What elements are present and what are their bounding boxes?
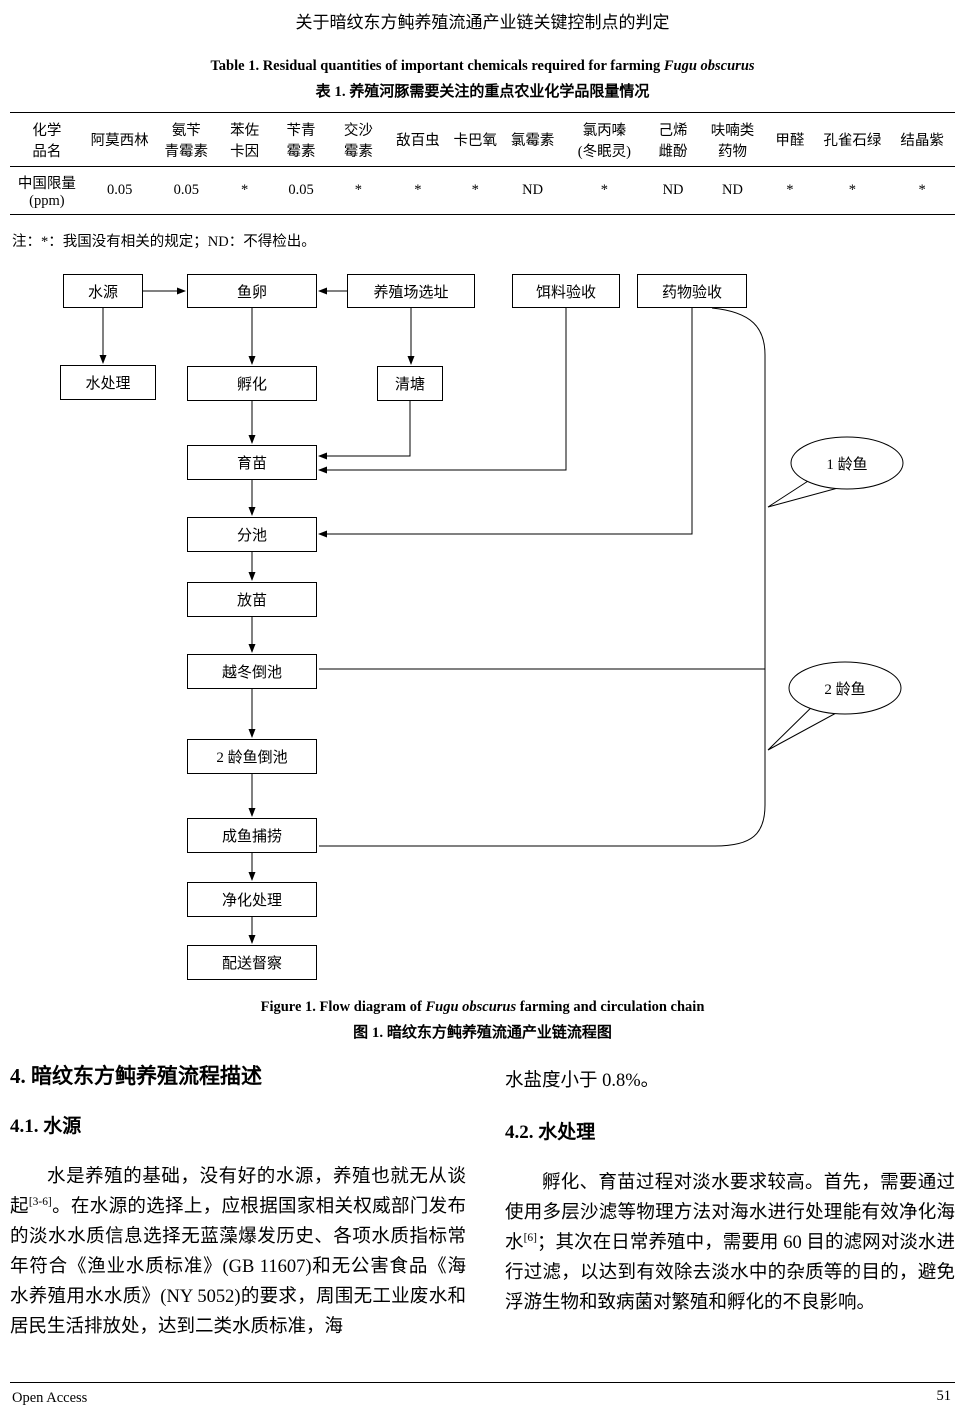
col-header: 孔雀石绿 bbox=[823, 133, 882, 149]
node-drug-check: 药物验收 bbox=[637, 274, 747, 308]
flow-diagram-connectors bbox=[99, 287, 904, 944]
node-distribution: 配送督察 bbox=[187, 945, 317, 980]
callout-year1-fish: 1 龄鱼 bbox=[826, 456, 868, 473]
right-column: 水盐度小于 0.8%。 4.2. 水处理 孵化、育苗过程对淡水要求较高。首先，需… bbox=[505, 1058, 955, 1318]
node-water-treatment: 水处理 bbox=[60, 365, 156, 400]
node-hatching: 孵化 bbox=[187, 366, 317, 401]
col-header: 甲醛 bbox=[775, 133, 805, 149]
col-header: 敌百虫 bbox=[396, 133, 440, 149]
col-header: 氯丙嗪 (冬眠灵) bbox=[577, 122, 631, 160]
node-stocking: 放苗 bbox=[187, 582, 317, 617]
callout-year2-fish: 2 龄鱼 bbox=[824, 681, 866, 698]
page-number: 51 bbox=[936, 1388, 952, 1404]
col-header: 阿莫西林 bbox=[90, 133, 149, 149]
cell-value: * bbox=[786, 182, 794, 198]
col-header: 结晶紫 bbox=[900, 133, 944, 149]
left-column: 4. 暗纹东方鲀养殖流程描述 4.1. 水源 水是养殖的基础，没有好的水源，养殖… bbox=[10, 1058, 466, 1342]
citation-ref: [6] bbox=[523, 1231, 537, 1244]
table-corner-header: 化学 品名 bbox=[32, 122, 62, 160]
table-header-row: 化学 品名 阿莫西林 氨苄 青霉素 苯佐 卡因 苄青 霉素 交沙 霉素 敌百虫 … bbox=[10, 113, 955, 167]
section42-heading: 4.2. 水处理 bbox=[505, 1122, 596, 1143]
chemical-limits-table: 化学 品名 阿莫西林 氨苄 青霉素 苯佐 卡因 苄青 霉素 交沙 霉素 敌百虫 … bbox=[10, 112, 955, 215]
row-label: 中国限量 (ppm) bbox=[17, 175, 76, 209]
col-header: 交沙 霉素 bbox=[343, 122, 373, 160]
col-header: 苄青 霉素 bbox=[286, 122, 316, 160]
section41-paragraph: 水是养殖的基础，没有好的水源，养殖也就无从谈起[3-6]。在水源的选择上，应根据… bbox=[10, 1162, 466, 1342]
node-harvest: 成鱼捕捞 bbox=[187, 818, 317, 853]
figure1-caption-en: Figure 1. Flow diagram of Fugu obscurus … bbox=[0, 999, 965, 1016]
footer-divider bbox=[10, 1382, 955, 1383]
node-winter-pond: 越冬倒池 bbox=[187, 654, 317, 689]
table1-title-zh: 表 1. 养殖河豚需要关注的重点农业化学品限量情况 bbox=[315, 84, 650, 100]
node-site-selection: 养殖场选址 bbox=[347, 274, 475, 308]
cell-value: ND bbox=[722, 182, 743, 198]
table1-title-en: Table 1. Residual quantities of importan… bbox=[0, 58, 965, 75]
col-header: 苯佐 卡因 bbox=[230, 122, 260, 160]
col-header: 己烯 雌酚 bbox=[658, 122, 688, 160]
col-header: 氯霉素 bbox=[510, 133, 555, 149]
table-row: 中国限量 (ppm) 0.05 0.05 * 0.05 * * * ND * N… bbox=[10, 167, 955, 215]
section42-text-cont: ；其次在日常养殖中，需要用 60 目的滤网对淡水进行过滤，以达到有效除去淡水中的… bbox=[505, 1233, 955, 1313]
section42-paragraph: 孵化、育苗过程对淡水要求较高。首先，需要通过使用多层沙滤等物理方法对海水进行处理… bbox=[505, 1168, 955, 1318]
section41-continuation: 水盐度小于 0.8%。 bbox=[505, 1071, 660, 1091]
cell-value: * bbox=[414, 182, 422, 198]
cell-value: ND bbox=[522, 182, 544, 198]
node-purification: 净化处理 bbox=[187, 882, 317, 917]
node-year2-pond: 2 龄鱼倒池 bbox=[187, 739, 317, 774]
cell-value: * bbox=[600, 182, 608, 198]
figure1-caption-en-species: Fugu obscurus bbox=[425, 999, 517, 1015]
table1-title-en-text: Table 1. Residual quantities of importan… bbox=[210, 58, 664, 74]
node-feed-check: 饵料验收 bbox=[512, 274, 620, 308]
section41-text-cont: 。在水源的选择上，应根据国家相关权威部门发布的淡水水质信息选择无蓝藻爆发历史、各… bbox=[10, 1197, 466, 1337]
section41-text: 水是养殖的基础，没有好的水源，养殖也就无从谈起 bbox=[10, 1167, 466, 1217]
figure1-caption-en-prefix: Figure 1. Flow diagram of bbox=[260, 999, 426, 1015]
cell-value: * bbox=[241, 182, 249, 198]
col-header: 卡巴氧 bbox=[453, 133, 498, 149]
col-header: 氨苄 青霉素 bbox=[164, 122, 209, 160]
cell-value: 0.05 bbox=[106, 182, 133, 198]
node-pond-clearing: 清塘 bbox=[377, 366, 443, 401]
flow-diagram: 水源 鱼卵 养殖场选址 饵料验收 药物验收 水处理 孵化 清塘 育苗 分池 放苗… bbox=[0, 260, 965, 990]
cell-value: * bbox=[471, 182, 479, 198]
section42-text: 孵化、育苗过程对淡水要求较高。首先，需要通过使用多层沙滤等物理方法对海水进行处理… bbox=[505, 1173, 955, 1253]
node-water-source: 水源 bbox=[63, 274, 143, 308]
cell-value: * bbox=[354, 182, 363, 198]
table-note: 注：*：我国没有相关的规定；ND：不得检出。 bbox=[12, 234, 316, 250]
cell-value: * bbox=[848, 182, 856, 198]
cell-value: * bbox=[918, 182, 926, 198]
section41-heading: 4.1. 水源 bbox=[10, 1116, 82, 1137]
figure1-caption-zh: 图 1. 暗纹东方鲀养殖流通产业链流程图 bbox=[353, 1025, 612, 1041]
node-fry-rearing: 育苗 bbox=[187, 445, 317, 480]
table1-title-en-species: Fugu obscurus bbox=[663, 58, 755, 74]
node-fish-eggs: 鱼卵 bbox=[187, 274, 317, 308]
citation-ref: [3-6] bbox=[28, 1195, 52, 1208]
cell-value: 0.05 bbox=[288, 182, 314, 198]
node-pond-division: 分池 bbox=[187, 517, 317, 552]
col-header: 呋喃类 药物 bbox=[710, 122, 755, 160]
cell-value: 0.05 bbox=[173, 182, 199, 198]
section4-heading: 4. 暗纹东方鲀养殖流程描述 bbox=[10, 1064, 262, 1088]
running-title: 关于暗纹东方鲀养殖流通产业链关键控制点的判定 bbox=[295, 13, 670, 32]
footer-open-access: Open Access bbox=[12, 1390, 88, 1406]
cell-value: ND bbox=[662, 182, 684, 198]
figure1-caption-en-suffix: farming and circulation chain bbox=[516, 999, 705, 1015]
